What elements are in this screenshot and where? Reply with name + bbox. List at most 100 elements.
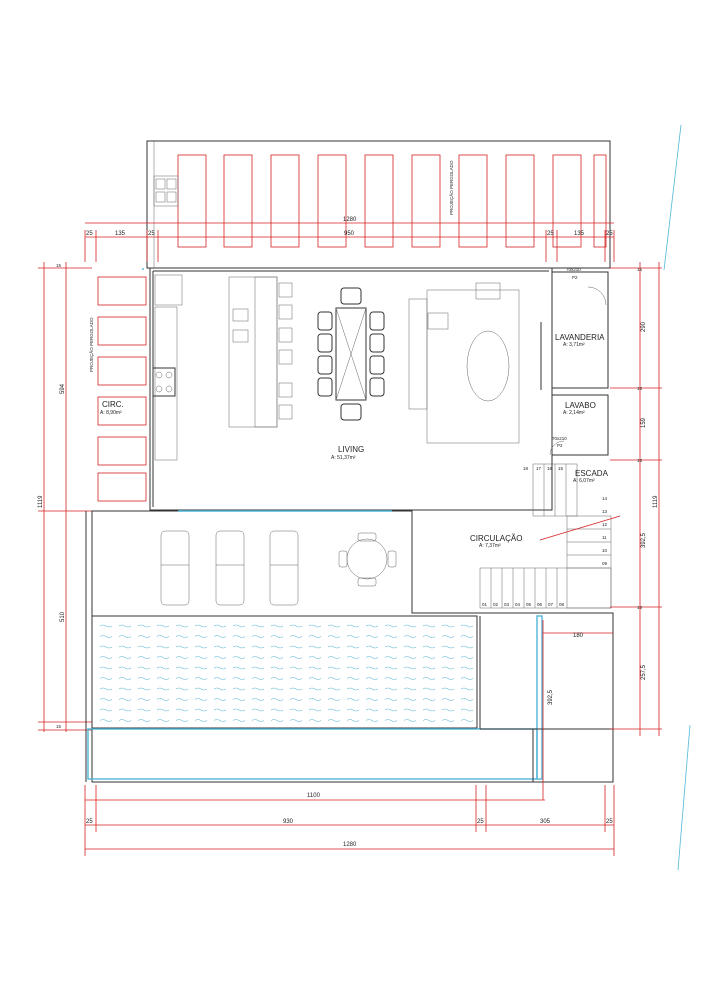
dim-left-w1: 15 xyxy=(56,263,62,268)
pool-wave xyxy=(270,698,284,701)
pool-wave xyxy=(137,666,151,670)
dim-bottom-1100: 1100 xyxy=(307,793,321,799)
pool-wave xyxy=(156,719,170,722)
pool-wave xyxy=(327,635,341,638)
living-area: A: 51,37m² xyxy=(331,455,356,461)
pool-wave xyxy=(175,624,189,628)
pool-wave xyxy=(441,624,455,628)
pool-wave xyxy=(346,719,360,722)
pool-wave xyxy=(308,635,322,638)
pool-wave xyxy=(232,666,246,670)
pool-wave xyxy=(365,645,379,649)
pool-wave xyxy=(156,687,170,691)
pool-wave xyxy=(194,635,208,638)
pool-wave xyxy=(289,719,303,722)
circulacao-area: A: 7,37m² xyxy=(479,543,501,549)
pool-wave xyxy=(99,656,113,659)
door-lav-tag: P2 xyxy=(572,275,578,280)
pool-wave xyxy=(308,656,322,659)
pool-wave xyxy=(403,708,417,712)
pool-wave xyxy=(232,656,246,659)
pool-wave xyxy=(403,677,417,680)
pool-wave xyxy=(213,687,227,691)
swimming-pool xyxy=(87,615,543,780)
pool-wave xyxy=(365,635,379,638)
pool-wave xyxy=(384,666,398,670)
pool-wave xyxy=(118,687,132,691)
pool-wave xyxy=(270,624,284,628)
pool-wave xyxy=(365,687,379,691)
pool-wave xyxy=(270,687,284,691)
lavanderia-room xyxy=(551,271,609,389)
pool-wave xyxy=(175,677,189,680)
pool-wave xyxy=(251,677,265,680)
pool-wave xyxy=(137,708,151,712)
dim-right-total: 1119 xyxy=(653,495,659,508)
pool-wave xyxy=(270,708,284,712)
dim-top-total: 1280 xyxy=(343,217,357,223)
dim-bottom-total: 1280 xyxy=(343,842,357,848)
pool-wave xyxy=(289,666,303,670)
pool-wave xyxy=(460,677,474,680)
pool-wave xyxy=(403,698,417,701)
door-swing-lavabo xyxy=(549,440,565,456)
pool-wave xyxy=(118,708,132,712)
pool-wave xyxy=(213,677,227,680)
pool-wave xyxy=(365,719,379,722)
pool-wave xyxy=(289,677,303,680)
pool-wave xyxy=(251,687,265,691)
pool-wave xyxy=(327,698,341,701)
pool-wave xyxy=(403,719,417,722)
dim-right-lav: 290 xyxy=(641,321,647,332)
pool-wave xyxy=(346,698,360,701)
dim-bottom-w3: 25 xyxy=(606,819,613,825)
pool-wave xyxy=(422,687,436,691)
pool-wave xyxy=(460,635,474,638)
pergolado-top xyxy=(177,154,607,248)
pool-wave xyxy=(118,624,132,628)
dim-right-w4: 15 xyxy=(637,605,643,610)
pool-wave xyxy=(384,677,398,680)
pool-wave xyxy=(99,708,113,712)
pool-wave xyxy=(194,624,208,628)
cooktop-icon xyxy=(152,367,176,397)
pool-wave xyxy=(403,687,417,691)
pool-wave xyxy=(175,635,189,638)
pool-wave xyxy=(403,635,417,638)
pool-wave xyxy=(403,645,417,649)
staircase xyxy=(479,463,621,609)
pool-wave xyxy=(308,677,322,680)
pool-wave xyxy=(270,656,284,659)
pool-wave xyxy=(194,708,208,712)
top-terrace-outline xyxy=(146,140,611,269)
sofa xyxy=(408,282,520,444)
pool-wave xyxy=(460,666,474,670)
dim-bottom-930: 930 xyxy=(283,819,294,825)
dim-right-w2: 15 xyxy=(637,386,643,391)
pool-wave xyxy=(213,656,227,659)
round-table-icon xyxy=(338,532,397,587)
living-outline xyxy=(149,267,553,511)
dim-bottom-w1: 25 xyxy=(86,819,93,825)
kitchen-counter xyxy=(154,306,178,461)
pool-wave xyxy=(346,708,360,712)
dim-inner-3925: 392,5 xyxy=(548,689,554,705)
door-lav-size: 70x210 xyxy=(566,267,581,272)
pool-wave xyxy=(365,698,379,701)
pool-wave xyxy=(175,656,189,659)
stair-step-number: 01 xyxy=(482,602,488,607)
stair-step-number: 16 xyxy=(547,466,553,471)
pool-wave xyxy=(460,656,474,659)
door-swing-lav xyxy=(587,286,607,306)
pool-wave xyxy=(422,708,436,712)
pool-wave xyxy=(99,635,113,638)
pool-wave xyxy=(156,624,170,628)
pool-wave xyxy=(213,635,227,638)
pool-wave xyxy=(441,677,455,680)
pool-wave xyxy=(118,719,132,722)
pool-wave xyxy=(346,656,360,659)
stair-step-number: 18 xyxy=(523,466,529,471)
left-dimensions xyxy=(38,262,92,732)
pool-wave xyxy=(137,645,151,649)
